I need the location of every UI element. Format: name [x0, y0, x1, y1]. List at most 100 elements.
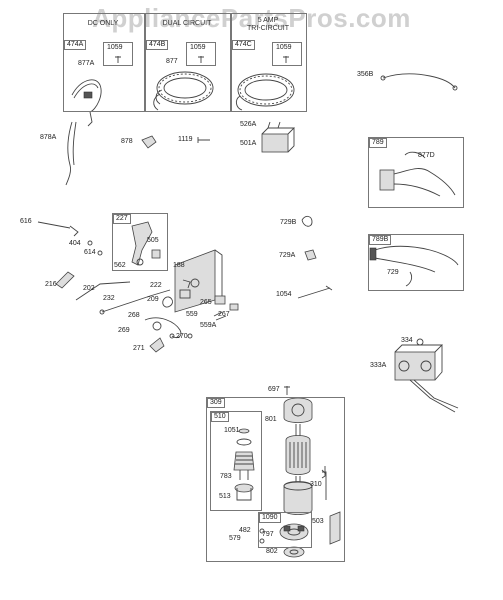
- label-802: 802: [266, 548, 278, 555]
- drive-510-drawing: [233, 428, 255, 501]
- box-789b-tag: 789B: [369, 235, 392, 245]
- label-878: 878: [121, 138, 133, 145]
- label-877: 877: [166, 58, 178, 65]
- harness-729-drawing: [369, 245, 459, 287]
- label-271: 271: [133, 345, 145, 352]
- box-474c: [231, 13, 307, 112]
- lever-227-drawing: [131, 221, 153, 266]
- box-474a: [63, 13, 145, 112]
- label-878a: 878A: [40, 134, 57, 141]
- label-697: 697: [268, 386, 280, 393]
- label-188: 188: [173, 262, 185, 269]
- label-559: 559: [186, 311, 198, 318]
- rod-616-drawing: [37, 221, 79, 237]
- bracket-188-drawing: [174, 249, 223, 313]
- box-474b-sub-label: 1059: [190, 44, 206, 51]
- label-222: 222: [150, 282, 162, 289]
- label-559a: 559A: [200, 322, 217, 329]
- box-474a-tag: 474A: [64, 40, 87, 50]
- label-616: 616: [20, 218, 32, 225]
- box-474b: [145, 13, 231, 112]
- box-474c-title-line2: TRI-CIRCUIT: [247, 25, 289, 32]
- wire-878a-drawing: [65, 121, 73, 186]
- clip-878-drawing: [141, 135, 157, 149]
- box-474b-tag: 474B: [146, 40, 169, 50]
- stator-474c-drawing: [235, 73, 295, 111]
- label-270: 270: [176, 333, 188, 340]
- screw-1119-drawing: [197, 137, 210, 143]
- box-1090-tag: 1090: [259, 513, 281, 523]
- box-474a-title: DC ONLY: [87, 20, 119, 27]
- solenoid-333a-drawing: [394, 338, 459, 413]
- box-474c-tag: 474C: [232, 40, 255, 50]
- bracket-503-drawing: [329, 511, 341, 545]
- label-877d: 877D: [418, 152, 435, 159]
- stator-877-drawing: [153, 71, 214, 111]
- label-404: 404: [69, 240, 81, 247]
- label-801: 801: [265, 416, 277, 423]
- bolt-310-drawing: [322, 471, 327, 500]
- label-334: 334: [401, 337, 413, 344]
- label-209: 209: [147, 296, 159, 303]
- rod-202-drawing: [75, 281, 131, 301]
- label-310: 310: [310, 481, 322, 488]
- label-614: 614: [84, 249, 96, 256]
- box-227: [112, 213, 168, 271]
- wire-1054-drawing: [297, 285, 333, 299]
- box-789-tag: 789: [369, 138, 387, 148]
- label-265: 265: [200, 299, 212, 306]
- label-562: 562: [114, 262, 126, 269]
- box-474c-sub: [272, 42, 302, 66]
- cable-268-drawing: [144, 317, 182, 339]
- label-526a: 526A: [240, 121, 257, 128]
- label-501a: 501A: [240, 140, 257, 147]
- label-232: 232: [103, 295, 115, 302]
- label-268: 268: [128, 312, 140, 319]
- harness-877a-drawing: [71, 79, 102, 127]
- label-1054: 1054: [276, 291, 292, 298]
- label-202: 202: [83, 285, 95, 292]
- box-474c-title-line1: 5 AMP: [257, 17, 279, 24]
- label-1119: 1119: [178, 136, 193, 143]
- spring-216-drawing: [55, 271, 75, 289]
- label-216: 216: [45, 281, 57, 288]
- box-227-tag: 227: [113, 214, 131, 224]
- label-579: 579: [229, 535, 241, 542]
- label-513: 513: [219, 493, 231, 500]
- part-271-drawing: [149, 337, 165, 353]
- box-309-tag: 309: [207, 398, 225, 408]
- spring-209-drawing: [162, 296, 173, 308]
- label-267: 267: [218, 311, 230, 318]
- box-474b-sub: [186, 42, 216, 66]
- label-482: 482: [239, 527, 251, 534]
- part-265-drawing: [214, 295, 226, 305]
- box-789b: [368, 234, 464, 291]
- part-729a-drawing: [304, 249, 317, 261]
- box-474c-sub-label: 1059: [276, 44, 292, 51]
- box-510: [210, 411, 262, 511]
- brush-plate-797-drawing: [279, 523, 309, 541]
- label-877a: 877A: [78, 60, 95, 67]
- part-729b-drawing: [301, 215, 313, 227]
- label-729b: 729B: [280, 219, 297, 226]
- label-729: 729: [387, 269, 399, 276]
- label-797: 797: [262, 531, 274, 538]
- box-474b-title: DUAL CIRCUIT: [162, 20, 212, 27]
- rod-232-drawing: [101, 289, 171, 313]
- label-729a: 729A: [279, 252, 296, 259]
- box-1090: [258, 512, 312, 548]
- label-269: 269: [118, 327, 130, 334]
- label-333a: 333A: [370, 362, 387, 369]
- label-1051: 1051: [224, 427, 240, 434]
- box-789: [368, 137, 464, 208]
- rectifier-501a-drawing: [261, 121, 296, 153]
- label-356b: 356B: [357, 71, 374, 78]
- label-503: 503: [312, 518, 324, 525]
- harness-877d-drawing: [379, 151, 456, 197]
- box-309: [206, 397, 345, 562]
- label-783: 783: [220, 473, 232, 480]
- bolt-697-drawing: [284, 386, 290, 395]
- box-474a-sub-label: 1059: [107, 44, 123, 51]
